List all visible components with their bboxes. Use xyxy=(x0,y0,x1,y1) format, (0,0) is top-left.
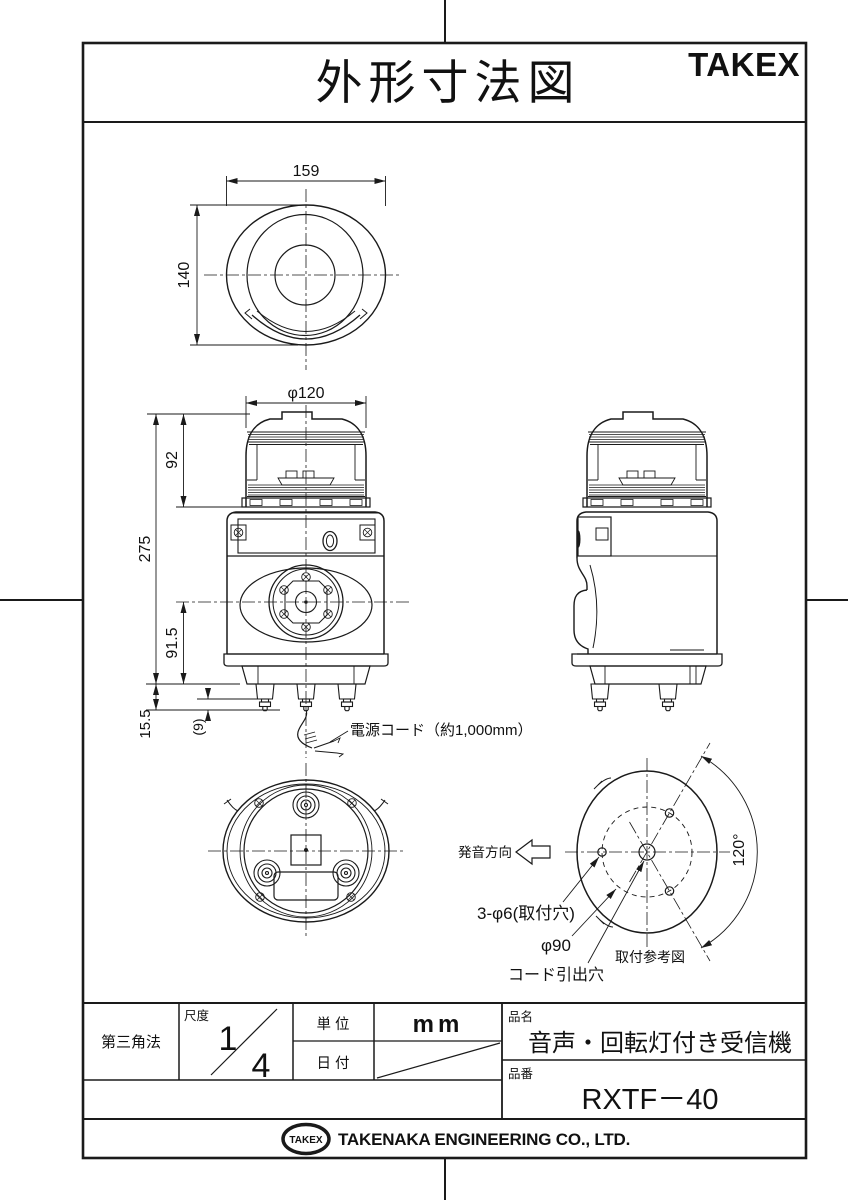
footer-company: TAKENAKA ENGINEERING CO., LTD. xyxy=(338,1130,630,1149)
tb-scale-num: 1 xyxy=(219,1020,238,1058)
title-block xyxy=(83,1002,806,1120)
tb-name-label: 品名 xyxy=(508,1009,533,1024)
dim-lamp-height: 92 xyxy=(164,451,181,469)
footer-logo: TAKEX xyxy=(289,1135,322,1146)
power-cord-label: 電源コード（約1,000mm） xyxy=(350,722,533,739)
dim-lamp-dia: φ120 xyxy=(287,385,324,402)
dim-speaker-height: 91.5 xyxy=(164,627,181,658)
tb-date-label: 日 付 xyxy=(316,1055,349,1072)
page-title: 外形寸法図 xyxy=(316,56,581,109)
dim-total-height: 275 xyxy=(137,536,154,563)
side-view xyxy=(571,411,723,712)
tb-number-label: 品番 xyxy=(508,1067,534,1081)
tb-scale-den: 4 xyxy=(252,1047,271,1085)
mounting-diagram xyxy=(515,742,758,964)
tb-number-value: RXTF－40 xyxy=(582,1084,719,1116)
brand-logo: TAKEX xyxy=(688,46,800,83)
tb-scale-label: 尺度 xyxy=(184,1008,210,1023)
bolt-circle-label: φ90 xyxy=(541,936,571,955)
mount-holes-label: 3-φ6(取付穴) xyxy=(477,904,575,923)
mount-caption: 取付参考図 xyxy=(615,949,685,965)
front-view xyxy=(146,396,410,758)
footer-band: TAKEX TAKENAKA ENGINEERING CO., LTD. xyxy=(281,1122,630,1156)
sound-direction-label: 発音方向 xyxy=(458,844,512,860)
tb-unit-label: 単 位 xyxy=(316,1016,349,1033)
tb-unit-value: mm xyxy=(413,1011,464,1038)
top-view xyxy=(190,176,400,370)
footer-logo-oval xyxy=(281,1122,331,1156)
dim-bolt-height: (9) xyxy=(190,718,206,735)
dim-top-width: 159 xyxy=(293,163,320,180)
mount-angle: 120° xyxy=(731,833,748,866)
cord-hole-label: コード引出穴 xyxy=(508,966,604,984)
tb-name-value: 音声・回転灯付き受信機 xyxy=(528,1030,792,1057)
tb-projection: 第三角法 xyxy=(101,1033,161,1051)
dim-top-depth: 140 xyxy=(176,262,193,289)
border-frame xyxy=(81,41,808,1160)
dim-foot-height: 15.5 xyxy=(137,709,154,738)
bottom-view xyxy=(208,763,404,939)
